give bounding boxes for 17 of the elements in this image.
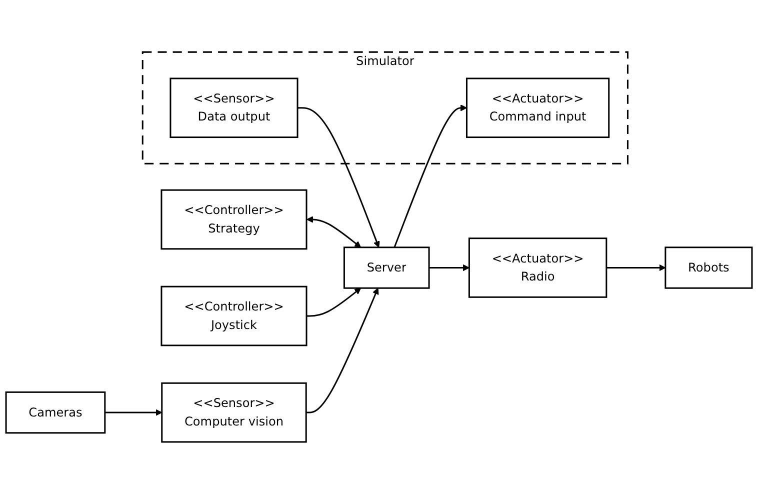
node-box: <<Sensor>> Computer vision: [161, 382, 307, 443]
arrow: [306, 216, 362, 248]
arrow: [394, 104, 468, 248]
node-box: Server: [343, 246, 430, 289]
node-box: Cameras: [5, 391, 106, 434]
arrow: [104, 409, 162, 416]
node-box: <<Actuator>> Command input: [466, 78, 610, 138]
arrow: [298, 107, 380, 248]
node-box: Robots: [664, 246, 753, 289]
node-box: <<Actuator>> Radio: [468, 238, 608, 298]
node-box: <<Controller>> Joystick: [160, 286, 308, 346]
arrow: [306, 288, 362, 317]
arrow: [306, 288, 379, 414]
arrow: [429, 264, 470, 272]
node-box: <<Sensor>> Data output: [170, 78, 298, 138]
arrow: [606, 264, 666, 272]
node-box: <<Controller>> Strategy: [160, 189, 308, 250]
